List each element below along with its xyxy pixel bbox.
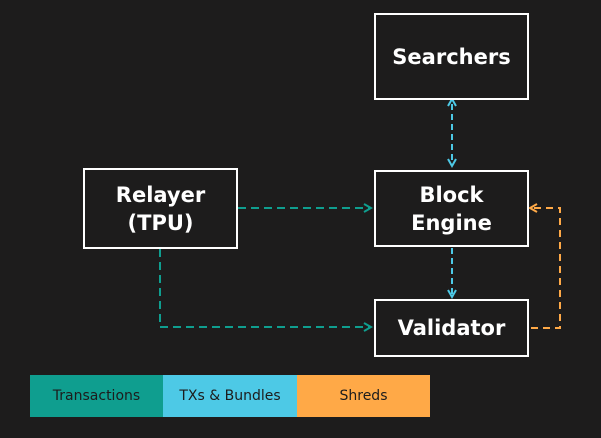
legend-item-transactions: Transactions [30,375,163,417]
relayer-label-line2: (TPU) [127,210,194,235]
block-engine-label-line2: Engine [411,210,492,235]
searchers-label: Searchers [392,44,511,69]
block-engine-node: Block Engine [374,170,529,247]
relayer-validator-arrow [159,249,370,327]
legend-label-transactions: Transactions [52,388,141,404]
legend-item-bundles: TXs & Bundles [163,375,297,417]
validator-label: Validator [397,316,506,340]
legend-label-bundles: TXs & Bundles [179,388,281,404]
legend-item-shreds: Shreds [297,375,430,417]
searchers-node: Searchers [374,13,529,100]
legend-label-shreds: Shreds [339,388,388,404]
relayer-node: Relayer (TPU) [83,168,238,249]
legend: Transactions TXs & Bundles Shreds [30,375,430,417]
validator-blockengine-shreds-arrow [531,208,561,329]
validator-node: Validator [374,299,529,357]
relayer-label-line1: Relayer [115,182,206,207]
block-engine-label-line1: Block [419,182,484,207]
